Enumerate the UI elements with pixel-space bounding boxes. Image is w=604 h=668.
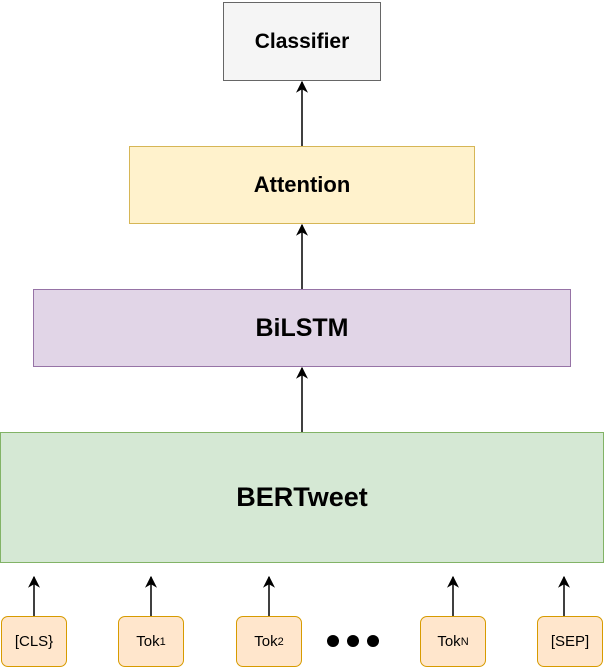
bertweet-label: BERTweet	[236, 482, 368, 512]
token-label: [SEP]	[550, 633, 590, 650]
token-label: Tok	[136, 633, 160, 650]
bilstm-box: BiLSTM	[33, 289, 571, 367]
bilstm-label: BiLSTM	[255, 313, 349, 342]
token-label: Tok	[254, 633, 278, 650]
classifier-box: Classifier	[223, 2, 381, 81]
ellipsis-dot	[347, 635, 359, 647]
attention-box: Attention	[129, 146, 475, 224]
token-sep: [SEP]	[537, 616, 603, 667]
classifier-label: Classifier	[254, 29, 350, 53]
token-label: [CLS}	[14, 633, 54, 650]
attention-label: Attention	[253, 172, 351, 197]
ellipsis-dot	[327, 635, 339, 647]
ellipsis-dot	[367, 635, 379, 647]
token-label: Tok	[437, 633, 461, 650]
bertweet-box: BERTweet	[0, 432, 604, 563]
token-cls: [CLS}	[1, 616, 67, 667]
